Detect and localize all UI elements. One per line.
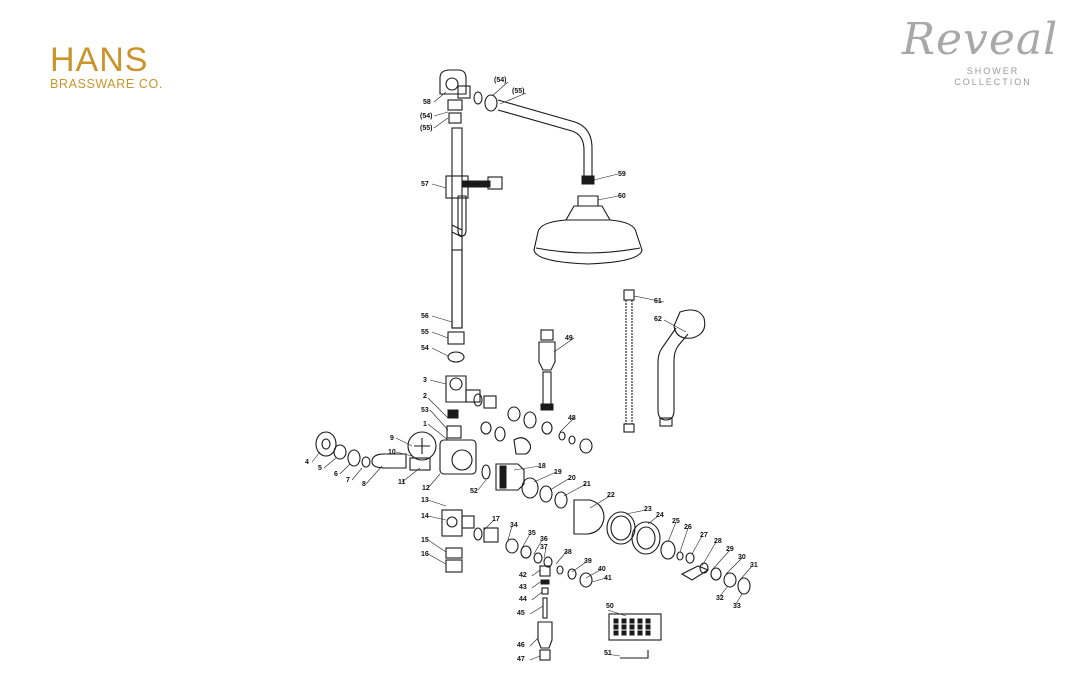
label-13: 13 xyxy=(421,497,429,504)
label-2: 2 xyxy=(423,393,427,400)
label-25: 25 xyxy=(672,518,680,525)
label-62: 62 xyxy=(654,316,662,323)
label-4: 4 xyxy=(305,459,309,466)
label-18: 18 xyxy=(538,463,546,470)
label-28: 28 xyxy=(714,538,722,545)
shower-head-60 xyxy=(533,195,643,265)
valve-body-1 xyxy=(439,409,477,475)
label-34: 34 xyxy=(510,522,518,529)
label-59: 59 xyxy=(618,171,626,178)
label-11: 11 xyxy=(398,479,406,486)
label-12: 12 xyxy=(422,485,430,492)
label-36: 36 xyxy=(540,536,548,543)
label-8: 8 xyxy=(362,481,366,488)
label-42: 42 xyxy=(519,572,527,579)
label-21: 21 xyxy=(583,481,591,488)
part-labels: 58 (54) (55) (54) (55) 57 59 60 61 62 56… xyxy=(305,77,758,663)
label-60: 60 xyxy=(618,193,626,200)
label-58: 58 xyxy=(423,99,431,106)
label-22: 22 xyxy=(607,492,615,499)
collection-logo: Reveal SHOWER COLLECTION xyxy=(900,14,1060,114)
top-elbow-58 xyxy=(439,69,471,124)
label-54a: (54) xyxy=(494,77,506,84)
label-3: 3 xyxy=(423,377,427,384)
label-52: 52 xyxy=(470,488,478,495)
label-37: 37 xyxy=(540,544,548,551)
brand-name: HANS xyxy=(50,41,149,79)
label-7: 7 xyxy=(346,477,350,484)
label-19: 19 xyxy=(554,469,562,476)
collection-title: Reveal xyxy=(901,14,1059,65)
label-57: 57 xyxy=(421,181,429,188)
label-39: 39 xyxy=(584,558,592,565)
label-6: 6 xyxy=(334,471,338,478)
label-24: 24 xyxy=(656,512,664,519)
label-35: 35 xyxy=(528,530,536,537)
cartridge-row-upper xyxy=(473,393,593,455)
label-54: 54 xyxy=(421,345,429,352)
shower-arm xyxy=(473,91,595,185)
label-23: 23 xyxy=(644,506,652,513)
label-48: 48 xyxy=(568,415,576,422)
shower-hose-61 xyxy=(623,289,635,433)
accessory-kit-50 xyxy=(608,613,662,641)
wall-union-left xyxy=(315,431,437,471)
label-16: 16 xyxy=(421,551,429,558)
label-53: 53 xyxy=(421,407,429,414)
label-43: 43 xyxy=(519,584,527,591)
label-55: 55 xyxy=(421,329,429,336)
label-15: 15 xyxy=(421,537,429,544)
label-45: 45 xyxy=(517,610,525,617)
label-31: 31 xyxy=(750,562,758,569)
label-5: 5 xyxy=(318,465,322,472)
label-54b: (54) xyxy=(420,113,432,120)
label-56: 56 xyxy=(421,313,429,320)
label-41: 41 xyxy=(604,575,612,582)
hand-shower-62 xyxy=(657,309,706,427)
riser-rail xyxy=(451,127,463,329)
outlet-elbow-3 xyxy=(445,375,481,403)
collection-line1: SHOWER xyxy=(966,66,1020,76)
flow-valve-lower xyxy=(441,509,593,588)
label-51: 51 xyxy=(604,650,612,657)
label-30: 30 xyxy=(738,554,746,561)
stem-assembly-bottom xyxy=(537,565,553,661)
label-26: 26 xyxy=(684,524,692,531)
leader-lines xyxy=(311,81,753,661)
allen-key-51 xyxy=(620,650,649,659)
label-32: 32 xyxy=(716,595,724,602)
label-55a: (55) xyxy=(512,88,524,95)
lower-rail-56 xyxy=(447,249,465,363)
label-27: 27 xyxy=(700,532,708,539)
label-38: 38 xyxy=(564,549,572,556)
label-61: 61 xyxy=(654,298,662,305)
label-29: 29 xyxy=(726,546,734,553)
brand-subtitle: BRASSWARE CO. xyxy=(50,77,163,91)
diverter-49 xyxy=(538,329,556,411)
label-44: 44 xyxy=(519,596,527,603)
label-20: 20 xyxy=(568,475,576,482)
label-17: 17 xyxy=(492,516,500,523)
brand-logo: HANS BRASSWARE CO. xyxy=(50,42,163,91)
label-9: 9 xyxy=(390,435,394,442)
rail-bracket-57 xyxy=(445,175,503,237)
label-1: 1 xyxy=(423,421,427,428)
label-47: 47 xyxy=(517,656,525,663)
label-40: 40 xyxy=(598,566,606,573)
label-55b: (55) xyxy=(420,125,432,132)
label-33: 33 xyxy=(733,603,741,610)
label-14: 14 xyxy=(421,513,429,520)
label-46: 46 xyxy=(517,642,525,649)
label-49: 49 xyxy=(565,335,573,342)
label-50: 50 xyxy=(606,603,614,610)
collection-line2: COLLECTION xyxy=(954,77,1032,87)
label-10: 10 xyxy=(388,449,396,456)
